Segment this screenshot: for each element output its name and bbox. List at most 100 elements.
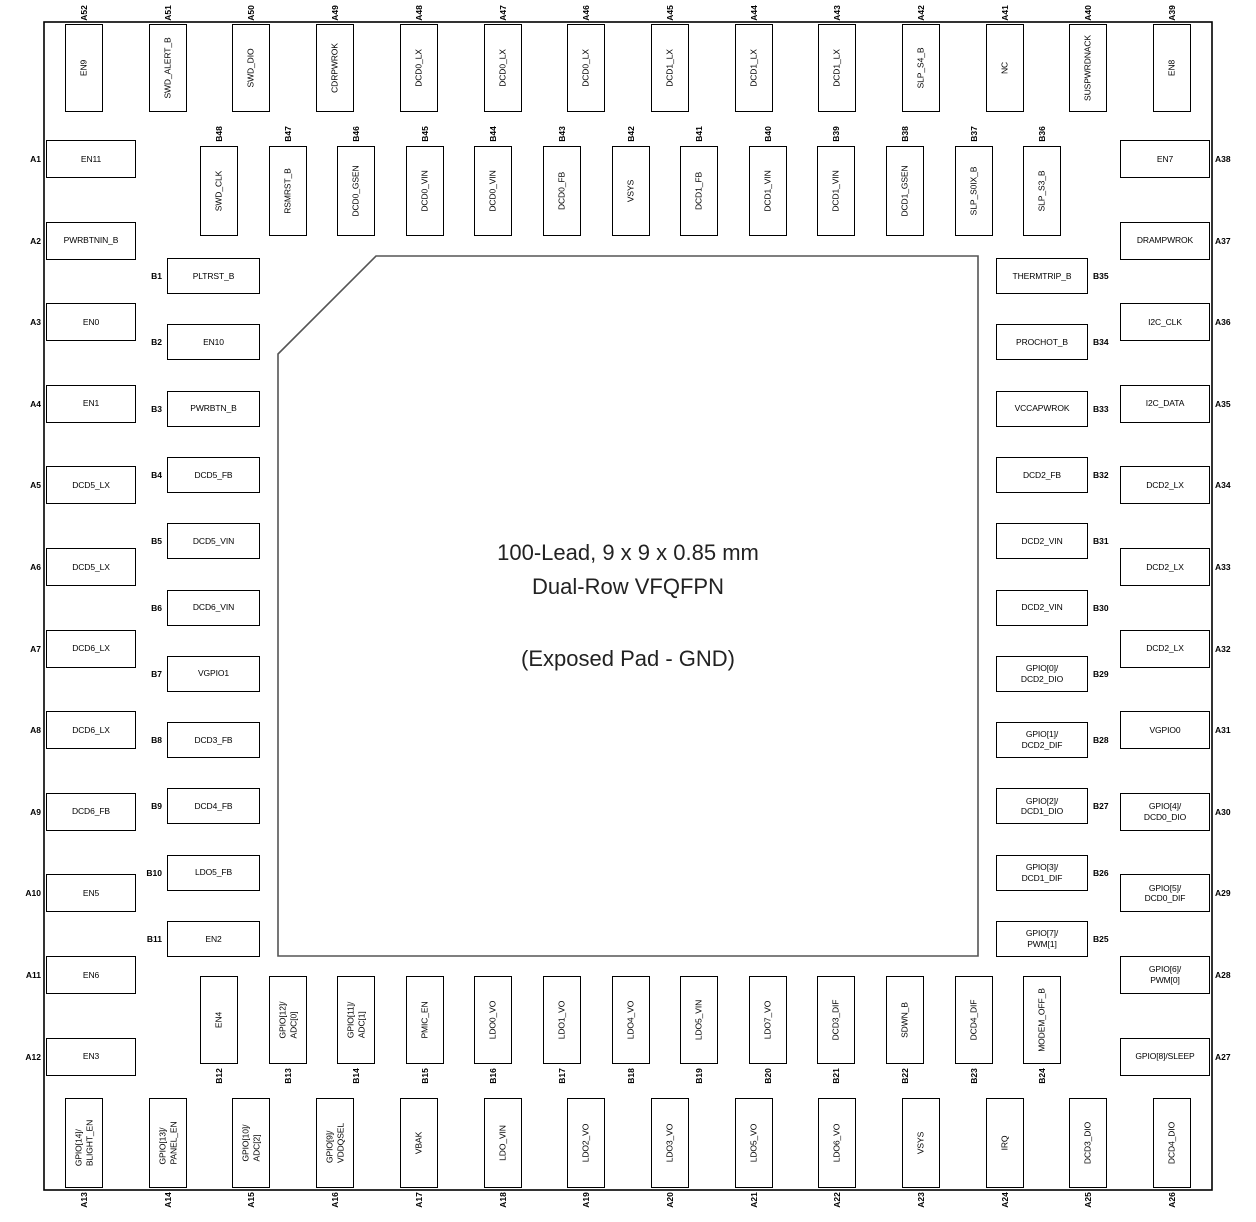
pin-b4: DCD5_FB	[167, 456, 260, 493]
pin-name: DCD5_FB	[194, 469, 233, 480]
pin-name: EN11	[80, 153, 102, 164]
pin-a5: DCD5_LX	[46, 466, 136, 505]
pin-number: A37	[1215, 235, 1231, 246]
pin-a42: SLP_S4_B	[902, 24, 940, 112]
pin-a20: LDO3_VO	[650, 1098, 689, 1188]
pin-name: DCD6_LX	[72, 643, 110, 654]
pin-a45: DCD1_LX	[650, 24, 689, 112]
pin-number: B30	[1093, 602, 1109, 613]
pin-number: B47	[282, 126, 293, 142]
pin-number: A27	[1215, 1051, 1231, 1062]
pin-number: A5	[30, 480, 41, 491]
pin-name: DCD6_VIN	[192, 602, 235, 613]
pin-name: GPIO[5]/DCD0_DIF	[1144, 882, 1186, 904]
pin-a32: DCD2_LX	[1120, 629, 1210, 668]
pin-number: A9	[30, 806, 41, 817]
pin-number: A12	[25, 1051, 41, 1062]
pin-name: DCD4_FB	[194, 801, 233, 812]
pin-number: A22	[832, 1192, 843, 1208]
pin-number: B9	[151, 801, 162, 812]
pin-b32: DCD2_FB	[996, 456, 1088, 493]
pin-name: EN3	[82, 1051, 100, 1062]
pin-name: DCD1_VIN	[762, 170, 773, 212]
pin-a28: GPIO[6]/PWM[0]	[1120, 956, 1210, 994]
pin-number: B14	[351, 1068, 362, 1084]
pin-number: A13	[79, 1192, 89, 1208]
pin-number: A11	[25, 970, 41, 980]
pin-name: PLTRST_B	[192, 270, 235, 281]
pin-number: A18	[497, 1192, 508, 1208]
pin-number: A36	[1215, 317, 1231, 328]
pin-name: EN6	[82, 969, 100, 980]
pin-number: B12	[214, 1068, 224, 1084]
pin-number: A30	[1215, 806, 1231, 817]
pin-name: THERMTRIP_B	[1012, 270, 1072, 281]
pin-b22: SDWN_B	[886, 976, 924, 1064]
pin-b1: PLTRST_B	[167, 258, 260, 294]
pin-b29: GPIO[0]/DCD2_DIO	[996, 655, 1088, 692]
pin-name: DCD1_LX	[748, 49, 759, 87]
pin-name: DCD4_DIO	[1166, 1121, 1177, 1165]
pin-b24: MODEM_OFF_B	[1023, 976, 1062, 1064]
pin-a2: PWRBTNIN_B	[46, 221, 136, 260]
pin-number: A32	[1215, 643, 1231, 654]
pin-name: IRQ	[999, 1135, 1010, 1151]
pin-name: DCD1_VIN	[831, 170, 842, 212]
pin-a13: GPIO[14]/BLIGHT_EN	[65, 1098, 103, 1188]
pin-number: B36	[1037, 126, 1048, 142]
pin-name: SDWN_B	[899, 1002, 910, 1038]
pin-a37: DRAMPWROK	[1120, 221, 1210, 260]
pin-name: DCD3_DIF	[831, 999, 842, 1041]
pin-number: B3	[151, 403, 162, 414]
pin-b3: PWRBTN_B	[167, 390, 260, 427]
pin-name: DCD2_FB	[1022, 469, 1062, 480]
pin-b9: DCD4_FB	[167, 788, 260, 825]
pin-a40: SUSPWRDNACK	[1069, 24, 1108, 112]
pin-b16: LDO0_VO	[474, 976, 513, 1064]
pin-a23: VSYS	[902, 1098, 940, 1188]
pin-a15: GPIO[10]/ADC[2]	[232, 1098, 271, 1188]
pin-number: B2	[151, 337, 162, 348]
pin-name: DCD0_VIN	[419, 170, 430, 212]
pin-a21: LDO5_VO	[734, 1098, 773, 1188]
pin-number: B17	[557, 1068, 567, 1084]
package-body-outline	[43, 21, 1213, 1191]
pin-number: A47	[497, 5, 508, 21]
package-title: 100-Lead, 9 x 9 x 0.85 mm Dual-Row VFQFP…	[278, 536, 978, 604]
pin-name: GPIO[8]/SLEEP	[1135, 1051, 1195, 1062]
pin-number: B40	[762, 126, 773, 142]
pin-b36: SLP_S3_B	[1023, 146, 1062, 236]
pin-name: GPIO[9]/VDDQSEL	[324, 1123, 346, 1163]
pin-b38: DCD1_GSEN	[886, 146, 924, 236]
pin-number: A24	[999, 1192, 1010, 1208]
pin-name: I2C_CLK	[1148, 316, 1182, 327]
pin-number: A31	[1215, 725, 1231, 736]
pin-b28: GPIO[1]/DCD2_DIF	[996, 722, 1088, 759]
pin-number: B13	[282, 1068, 293, 1084]
pin-number: B20	[762, 1068, 773, 1084]
pin-name: GPIO[14]/BLIGHT_EN	[73, 1119, 94, 1167]
pin-a41: NC	[985, 24, 1024, 112]
pin-name: SUSPWRDNACK	[1083, 35, 1094, 101]
pin-name: EN0	[82, 316, 100, 327]
pin-b7: VGPIO1	[167, 655, 260, 692]
pin-a31: VGPIO0	[1120, 711, 1210, 750]
pin-number: B33	[1093, 403, 1109, 414]
pin-b34: PROCHOT_B	[996, 324, 1088, 361]
pin-name: DCD4_DIF	[968, 999, 979, 1041]
pin-number: A20	[664, 1192, 675, 1208]
pin-name: LDO5_VIN	[693, 999, 704, 1041]
pin-a44: DCD1_LX	[734, 24, 773, 112]
pin-number: A46	[581, 5, 592, 21]
pin-name: DCD1_LX	[831, 49, 842, 87]
pin-name: DCD0_LX	[497, 49, 508, 87]
pin-b39: DCD1_VIN	[817, 146, 856, 236]
pin-a7: DCD6_LX	[46, 629, 136, 668]
exposed-pad-note: (Exposed Pad - GND)	[521, 646, 735, 671]
pin-name: EN1	[82, 398, 100, 409]
pin-name: GPIO[13]/PANEL_EN	[157, 1121, 178, 1165]
pin-a16: GPIO[9]/VDDQSEL	[316, 1098, 355, 1188]
pin-a35: I2C_DATA	[1120, 384, 1210, 423]
pin-b13: GPIO[12]/ADC[0]	[268, 976, 307, 1064]
pin-name: EN4	[213, 1011, 224, 1029]
